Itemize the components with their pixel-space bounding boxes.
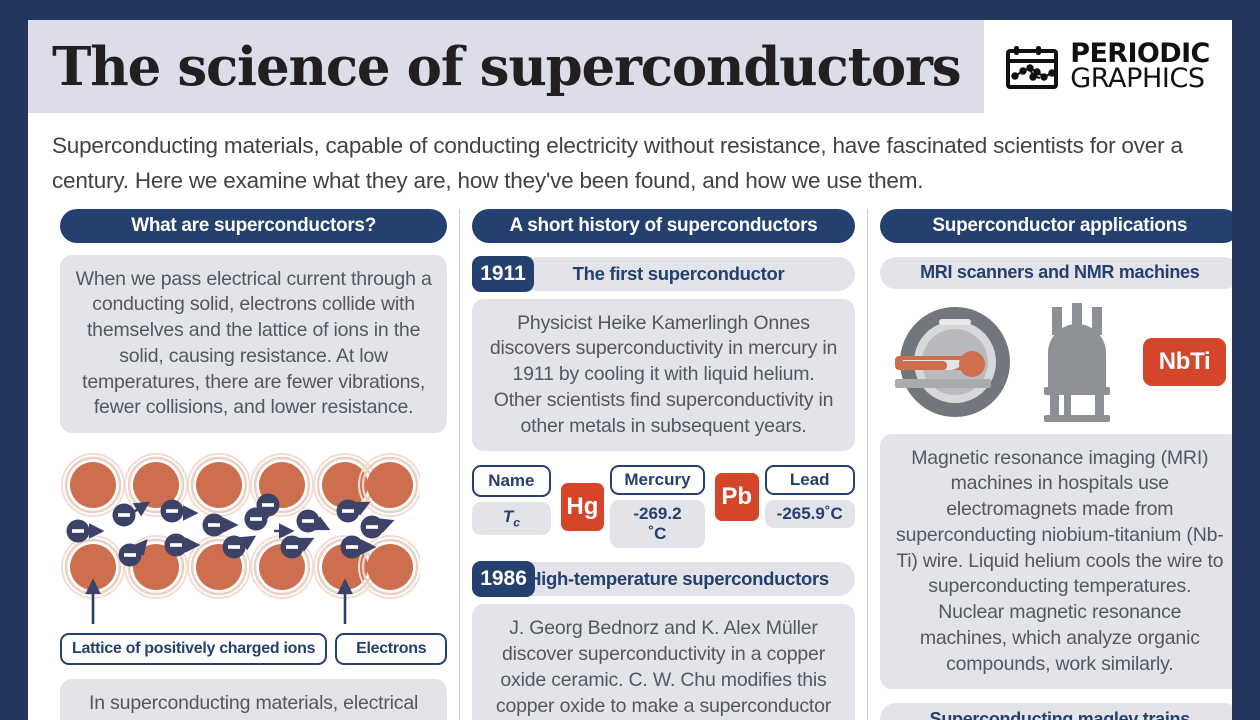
element-symbol-pb: Pb — [714, 472, 759, 521]
column-history: A short history of superconductors 1911 … — [459, 208, 867, 720]
element-header-tc: Tc — [472, 502, 551, 535]
element-tc-hg: -269.2 ˚C — [610, 500, 705, 549]
col3-heading: Superconductor applications — [879, 208, 1232, 243]
lattice-svg — [60, 452, 423, 625]
callout-lattice-ions: Lattice of positively charged ions — [60, 633, 328, 666]
col1-body-2: In superconducting materials, electrical… — [60, 679, 448, 720]
element-symbol-hg: Hg — [560, 482, 605, 531]
history-body-1986: J. Georg Bednorz and K. Alex Müller disc… — [472, 604, 855, 720]
year-badge-1911: 1911 — [472, 255, 534, 292]
application-icons: NbTi — [880, 295, 1232, 430]
element-table-headers: Name Tc — [472, 465, 551, 535]
year-label-1911: The first superconductor — [572, 262, 785, 284]
logo-wordmark: PERIODIC GRAPHICS — [1070, 37, 1210, 94]
element-name-pb: Lead — [764, 465, 855, 496]
year-label-1986: High-temperature superconductors — [528, 568, 829, 590]
col1-heading: What are superconductors? — [60, 208, 448, 243]
intro-paragraph: Superconducting materials, capable of co… — [52, 133, 1183, 193]
callout-electrons: Electrons — [335, 633, 448, 666]
element-header-name: Name — [472, 465, 551, 498]
header: The science of superconductors — [28, 20, 1232, 113]
brand-logo: PERIODIC GRAPHICS — [984, 20, 1232, 113]
infographic-sheet: The science of superconductors — [28, 20, 1232, 720]
year-badge-1986: 1986 — [472, 561, 535, 598]
page-title: The science of superconductors — [52, 35, 962, 98]
subsection-mri-nmr: MRI scanners and NMR machines — [879, 256, 1232, 289]
nmr-machine-icon — [1043, 303, 1110, 423]
material-badge-nbti: NbTi — [1142, 338, 1227, 387]
lattice-diagram — [60, 449, 447, 629]
element-table: Name Tc Hg Mercury -269.2 ˚C Pb Lead — [472, 465, 855, 549]
element-entry-hg: Hg Mercury -269.2 ˚C — [560, 465, 705, 549]
subsection-maglev: Superconducting maglev trains — [879, 703, 1232, 720]
title-band: The science of superconductors — [28, 20, 984, 113]
calendar-molecule-icon — [1006, 45, 1059, 89]
history-entry-1911-bar: 1911 The first superconductor — [472, 255, 855, 292]
history-entry-1986-bar: 1986 High-temperature superconductors — [472, 561, 855, 598]
column-applications: Superconductor applications MRI scanners… — [866, 208, 1232, 720]
history-body-1911: Physicist Heike Kamerlingh Onnes discove… — [472, 298, 855, 452]
logo-line-graphics: GRAPHICS — [1070, 62, 1205, 94]
element-tc-pb: -265.9˚C — [764, 500, 855, 529]
col1-body: When we pass electrical current through … — [60, 254, 448, 434]
mri-scanner-icon — [895, 307, 1011, 418]
element-entry-pb: Pb Lead -265.9˚C — [714, 465, 855, 529]
column-what-are-superconductors: What are superconductors? When we pass e… — [48, 208, 459, 720]
lattice-callouts: Lattice of positively charged ions Elect… — [60, 633, 448, 666]
col2-heading: A short history of superconductors — [472, 208, 855, 243]
logo-line-periodic: PERIODIC — [1070, 37, 1210, 69]
columns-container: What are superconductors? When we pass e… — [28, 208, 1232, 720]
element-name-hg: Mercury — [610, 465, 705, 496]
col3-body-mri: Magnetic resonance imaging (MRI) machine… — [879, 433, 1232, 690]
